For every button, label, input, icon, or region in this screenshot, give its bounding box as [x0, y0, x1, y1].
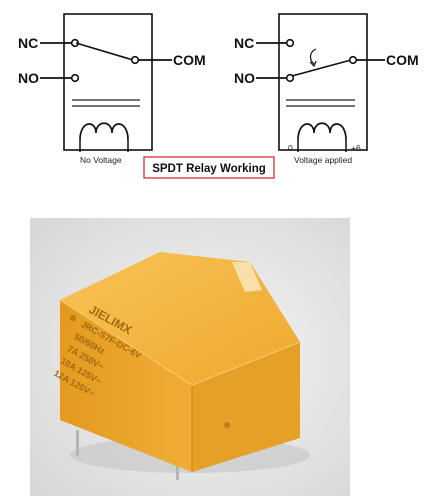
left-com-label: COM [173, 52, 206, 68]
right-relay-diagram: NC NO COM 0 +6 Voltage applied [234, 13, 419, 165]
diagram-title-box: SPDT Relay Working [143, 156, 275, 179]
right-relay-housing [278, 13, 368, 151]
relay-body-top [60, 252, 300, 385]
left-no-label: NO [18, 70, 39, 86]
switch-motion-arrow-icon [309, 48, 317, 65]
right-com-pivot [348, 55, 358, 65]
right-com-label: COM [386, 52, 419, 68]
left-relay-diagram: NC NO COM No Voltage [18, 13, 206, 165]
left-relay-housing [63, 13, 153, 151]
right-nc-label: NC [234, 35, 254, 51]
right-terminal-plus: +6 [351, 143, 361, 153]
left-coil-icon [79, 122, 129, 141]
right-armature [291, 59, 352, 77]
left-armature [75, 42, 134, 61]
relay-photo: JIELIMX JRC-S7F-DC-6V 50/60Hz 7A 250V~ 1… [30, 218, 350, 496]
left-com-pivot [130, 55, 140, 65]
right-caption: Voltage applied [294, 155, 352, 165]
relay-body-front [60, 300, 192, 472]
right-coil-icon [297, 122, 347, 141]
left-nc-label: NC [18, 35, 38, 51]
right-nc-terminal [285, 38, 295, 48]
left-no-terminal [70, 73, 80, 83]
right-no-label: NO [234, 70, 255, 86]
left-caption: No Voltage [80, 155, 122, 165]
right-terminal-zero: 0 [288, 143, 293, 153]
right-no-terminal [285, 73, 295, 83]
diagram-title: SPDT Relay Working [152, 163, 266, 175]
